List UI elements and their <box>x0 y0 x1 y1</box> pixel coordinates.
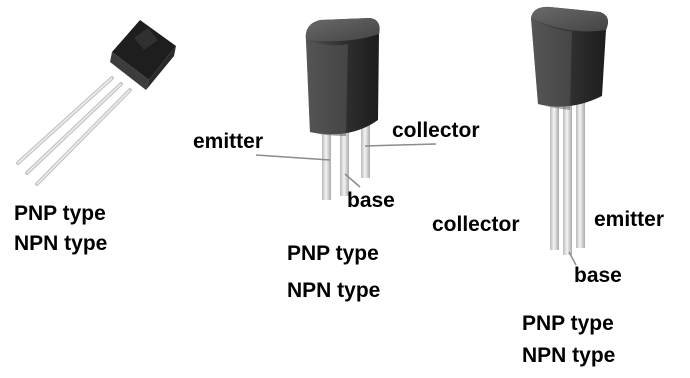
figure-2-emitter-label: emitter <box>193 130 264 153</box>
transistor-2-legs <box>322 118 370 200</box>
figure-1-pnp-label: PNP type <box>14 202 106 225</box>
transistor-1 <box>16 20 176 186</box>
figure-2-npn-label: NPN type <box>287 279 381 302</box>
figure-2-collector-label: collector <box>392 119 480 142</box>
transistor-2-leader-lines <box>255 143 437 188</box>
figure-1-npn-label: NPN type <box>14 232 108 255</box>
figure-3-collector-label: collector <box>432 213 520 236</box>
figure-3-base-label: base <box>574 264 622 287</box>
transistor-3-body <box>531 6 608 110</box>
transistor-3-legs <box>550 95 585 255</box>
transistor-2 <box>255 18 437 200</box>
figure-3-npn-label: NPN type <box>522 344 616 367</box>
transistor-3 <box>531 6 608 266</box>
figure-3-emitter-label: emitter <box>594 208 665 231</box>
figure-2-base-label: base <box>347 189 395 212</box>
transistor-1-legs <box>16 76 132 186</box>
figure-3-pnp-label: PNP type <box>522 312 614 335</box>
figure-2-pnp-label: PNP type <box>287 242 379 265</box>
transistor-3-leader-lines <box>568 251 577 266</box>
transistor-1-body <box>110 20 176 90</box>
transistor-2-body <box>305 18 380 136</box>
